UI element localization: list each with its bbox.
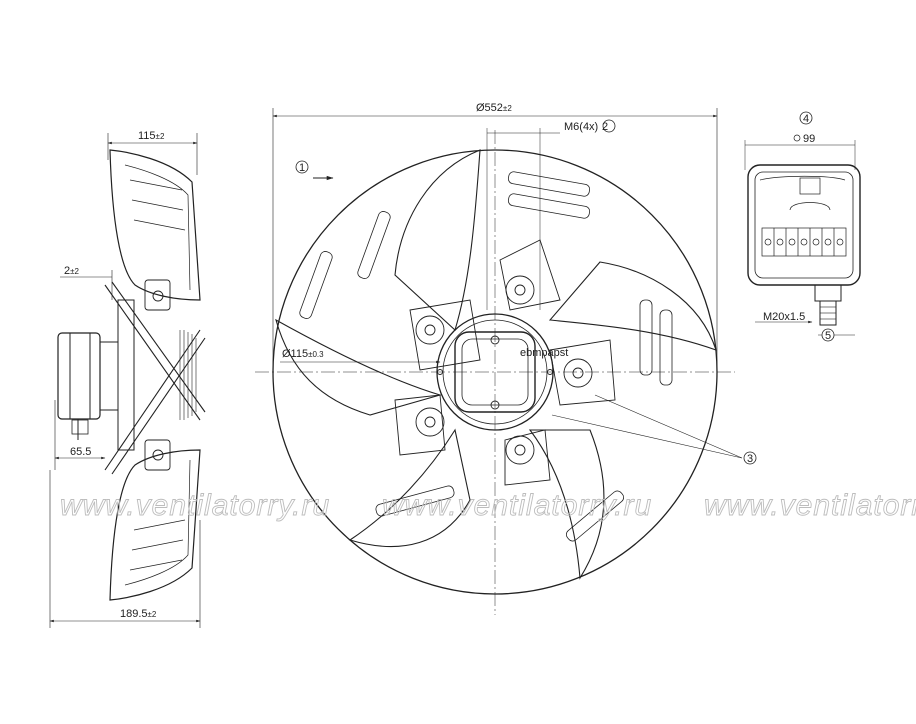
dim-side-top: 115±2 xyxy=(138,130,165,142)
front-view xyxy=(255,108,757,615)
terminal-box-view xyxy=(744,111,861,342)
dim-side-mid: 65.5 xyxy=(70,446,91,458)
side-view xyxy=(49,133,206,628)
dimension-labels: 115±2 2±2 65.5 189.5±2 Ø552±2 M6(4x) 2 Ø… xyxy=(64,102,831,620)
dim-box-size: 99 xyxy=(803,133,815,145)
callout-4: 4 xyxy=(803,113,809,125)
callout-2: 2 xyxy=(602,121,608,133)
watermark-3: www.ventilatorry.ru xyxy=(704,489,916,522)
callout-5: 5 xyxy=(825,330,831,342)
watermark-2: www.ventilatorry.ru xyxy=(382,489,652,522)
callout-3: 3 xyxy=(747,453,753,465)
dim-fan-diameter: Ø552±2 xyxy=(476,102,512,114)
dim-cable-gland: M20x1.5 xyxy=(763,311,805,323)
dim-side-bottom: 189.5±2 xyxy=(120,608,157,620)
dim-side-gap: 2±2 xyxy=(64,265,80,277)
hub-brand-label: ebmpapst xyxy=(520,347,568,359)
watermark-row: www.ventilatorry.ru www.ventilatorry.ru … xyxy=(60,489,916,523)
dim-bolt-thread: M6(4x) xyxy=(564,121,598,133)
watermark-1: www.ventilatorry.ru xyxy=(60,489,330,522)
dim-hub-diameter: Ø115±0.3 xyxy=(282,348,324,360)
callout-1: 1 xyxy=(299,162,305,174)
